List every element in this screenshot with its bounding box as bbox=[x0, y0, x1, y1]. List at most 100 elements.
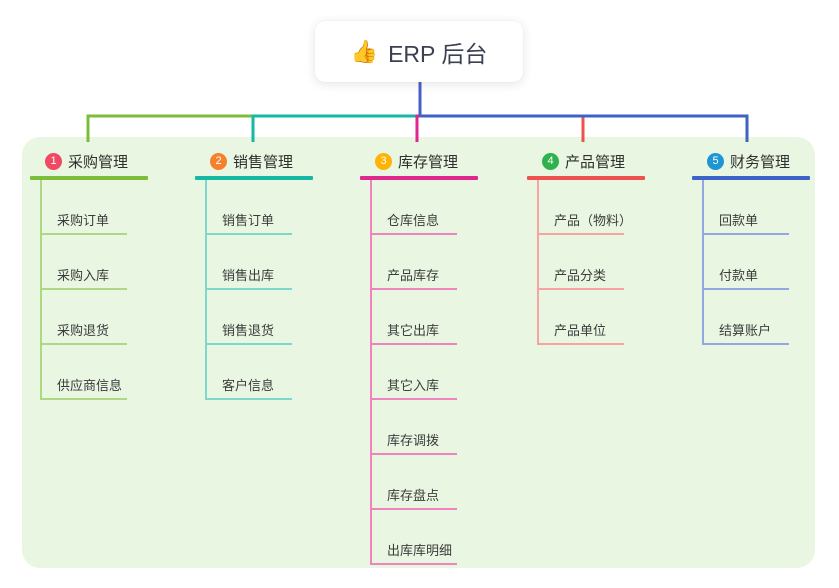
child-underline bbox=[205, 343, 292, 345]
branch-children: 销售订单销售出库销售退货客户信息 bbox=[195, 180, 313, 400]
child-node[interactable]: 回款单 bbox=[692, 180, 810, 235]
child-node[interactable]: 销售出库 bbox=[195, 235, 313, 290]
branch-node-5: 5 财务管理回款单付款单结算账户 bbox=[692, 150, 810, 345]
child-node-label: 采购退货 bbox=[57, 323, 110, 338]
branch-node-4: 4 产品管理产品（物料） 产品分类产品单位 bbox=[527, 150, 645, 345]
child-node[interactable]: 客户信息 bbox=[195, 345, 313, 400]
branch-underline bbox=[30, 176, 148, 180]
child-node-label: 出库库明细 bbox=[387, 543, 453, 558]
branch-underline bbox=[527, 176, 645, 180]
child-underline bbox=[370, 288, 457, 290]
child-node[interactable]: 销售退货 bbox=[195, 290, 313, 345]
child-node-label: 产品（物料） bbox=[554, 213, 633, 228]
child-node-label: 结算账户 bbox=[719, 323, 772, 338]
child-underline bbox=[370, 453, 457, 455]
branch-header[interactable]: 4 产品管理 bbox=[527, 150, 645, 172]
child-underline bbox=[702, 233, 789, 235]
child-node-label: 供应商信息 bbox=[57, 378, 123, 393]
child-node-label: 付款单 bbox=[719, 268, 759, 283]
branch-children: 仓库信息产品库存其它出库其它入库库存调拨库存盘点出库库明细 bbox=[360, 180, 478, 565]
child-node[interactable]: 采购订单 bbox=[30, 180, 148, 235]
child-underline bbox=[205, 233, 292, 235]
child-node-label: 采购入库 bbox=[57, 268, 110, 283]
branch-underline bbox=[195, 176, 313, 180]
branch-number-badge: 5 bbox=[707, 152, 724, 170]
branch-number-badge: 1 bbox=[45, 152, 62, 170]
child-node[interactable]: 库存盘点 bbox=[360, 455, 478, 510]
branch-title: 库存管理 bbox=[398, 153, 459, 171]
child-node[interactable]: 采购退货 bbox=[30, 290, 148, 345]
branch-node-2: 2 销售管理销售订单销售出库销售退货客户信息 bbox=[195, 150, 313, 400]
branch-title: 销售管理 bbox=[233, 153, 294, 171]
child-node[interactable]: 其它出库 bbox=[360, 290, 478, 345]
root-node-label: ERP 后台 bbox=[388, 40, 488, 67]
child-underline bbox=[370, 233, 457, 235]
child-node-label: 库存盘点 bbox=[387, 488, 440, 503]
branch-header[interactable]: 5 财务管理 bbox=[692, 150, 810, 172]
child-node-label: 其它入库 bbox=[387, 378, 440, 393]
child-node-label: 销售出库 bbox=[222, 268, 275, 283]
child-node-label: 采购订单 bbox=[57, 213, 110, 228]
child-node[interactable]: 产品分类 bbox=[527, 235, 645, 290]
branch-number-badge: 2 bbox=[210, 152, 227, 170]
branch-underline bbox=[692, 176, 810, 180]
child-node[interactable]: 出库库明细 bbox=[360, 510, 478, 565]
mindmap-panel bbox=[22, 137, 815, 568]
child-node-label: 其它出库 bbox=[387, 323, 440, 338]
branch-header[interactable]: 3 库存管理 bbox=[360, 150, 478, 172]
child-node[interactable]: 结算账户 bbox=[692, 290, 810, 345]
branch-node-1: 1 采购管理采购订单采购入库采购退货供应商信息 bbox=[30, 150, 148, 400]
child-node-label: 客户信息 bbox=[222, 378, 275, 393]
child-node-label: 销售退货 bbox=[222, 323, 275, 338]
branch-title: 采购管理 bbox=[68, 153, 129, 171]
child-node-label: 产品单位 bbox=[554, 323, 607, 338]
child-node-label: 产品分类 bbox=[554, 268, 607, 283]
child-underline bbox=[40, 343, 127, 345]
branch-child-connector bbox=[205, 180, 207, 400]
branch-title: 产品管理 bbox=[565, 153, 626, 171]
child-underline bbox=[537, 343, 624, 345]
branch-child-connector bbox=[370, 180, 372, 565]
root-node[interactable]: 👍 ERP 后台 bbox=[315, 21, 523, 82]
branch-child-connector bbox=[40, 180, 42, 400]
branch-title: 财务管理 bbox=[730, 153, 791, 171]
child-underline bbox=[537, 233, 624, 235]
child-node[interactable]: 销售订单 bbox=[195, 180, 313, 235]
child-node[interactable]: 供应商信息 bbox=[30, 345, 148, 400]
child-node-label: 仓库信息 bbox=[387, 213, 440, 228]
branch-child-connector bbox=[702, 180, 704, 345]
child-underline bbox=[370, 398, 457, 400]
child-node[interactable]: 产品库存 bbox=[360, 235, 478, 290]
branch-header[interactable]: 2 销售管理 bbox=[195, 150, 313, 172]
thumbs-up-icon: 👍 bbox=[350, 38, 379, 64]
branch-number-badge: 3 bbox=[375, 152, 392, 170]
child-underline bbox=[40, 233, 127, 235]
child-underline bbox=[702, 343, 789, 345]
child-node[interactable]: 库存调拨 bbox=[360, 400, 478, 455]
child-underline bbox=[537, 288, 624, 290]
branch-children: 采购订单采购入库采购退货供应商信息 bbox=[30, 180, 148, 400]
child-node[interactable]: 产品单位 bbox=[527, 290, 645, 345]
branch-children: 产品（物料） 产品分类产品单位 bbox=[527, 180, 645, 345]
child-underline bbox=[702, 288, 789, 290]
branch-children: 回款单付款单结算账户 bbox=[692, 180, 810, 345]
branch-header[interactable]: 1 采购管理 bbox=[30, 150, 148, 172]
child-node-label: 回款单 bbox=[719, 213, 759, 228]
branch-child-connector bbox=[537, 180, 539, 345]
child-node[interactable]: 仓库信息 bbox=[360, 180, 478, 235]
child-underline bbox=[370, 343, 457, 345]
child-underline bbox=[370, 508, 457, 510]
child-underline bbox=[40, 288, 127, 290]
child-node[interactable]: 产品（物料） bbox=[527, 180, 645, 235]
child-node-label: 库存调拨 bbox=[387, 433, 440, 448]
branch-number-badge: 4 bbox=[542, 152, 559, 170]
child-underline bbox=[205, 288, 292, 290]
child-underline bbox=[370, 563, 457, 565]
child-node[interactable]: 其它入库 bbox=[360, 345, 478, 400]
child-node[interactable]: 采购入库 bbox=[30, 235, 148, 290]
branch-underline bbox=[360, 176, 478, 180]
child-node[interactable]: 付款单 bbox=[692, 235, 810, 290]
child-node-label: 销售订单 bbox=[222, 213, 275, 228]
branch-node-3: 3 库存管理仓库信息产品库存其它出库其它入库库存调拨库存盘点出库库明细 bbox=[360, 150, 478, 565]
child-node-label: 产品库存 bbox=[387, 268, 440, 283]
